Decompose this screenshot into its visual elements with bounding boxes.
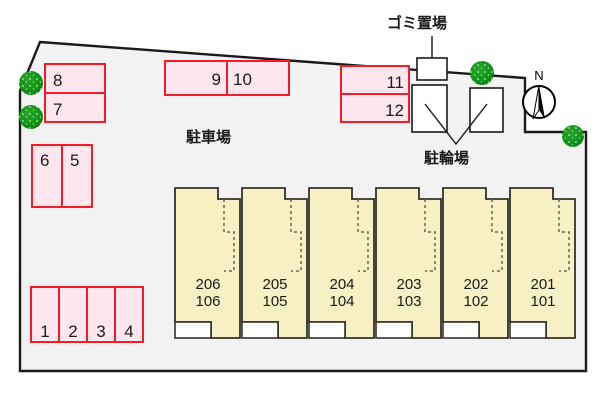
tree-group	[19, 61, 584, 147]
parking-space-9[interactable]: 9	[164, 60, 228, 96]
parking-space-label: 7	[53, 100, 62, 119]
unit-number-upper: 203	[396, 276, 421, 293]
building-unit-203-103[interactable]: 203 103	[375, 187, 442, 339]
unit-number-upper: 205	[262, 276, 287, 293]
parking-space-label: 10	[233, 70, 252, 89]
parking-space-label: 11	[386, 73, 404, 92]
parking-space-label: 3	[96, 322, 105, 341]
bicycle-parking-right[interactable]	[469, 87, 504, 133]
parking-space-1[interactable]: 1	[30, 286, 60, 343]
parking-space-10[interactable]: 10	[226, 60, 290, 96]
parking-space-label: 6	[40, 151, 49, 170]
unit-number-upper: 202	[463, 276, 488, 293]
parking-space-6[interactable]: 6	[31, 144, 63, 208]
building-unit-202-102[interactable]: 202 102	[442, 187, 509, 339]
parking-space-label: 5	[70, 151, 79, 170]
tree-icon	[19, 105, 43, 129]
unit-number-lower: 104	[329, 293, 354, 310]
tree-icon	[470, 61, 494, 85]
compass-rose: N	[522, 68, 556, 120]
parking-space-11[interactable]: 11	[340, 65, 410, 95]
tree-icon	[562, 125, 584, 147]
parking-space-7[interactable]: 7	[44, 92, 106, 123]
building-unit-205-105[interactable]: 205 105	[241, 187, 308, 339]
unit-number-upper: 201	[530, 276, 555, 293]
parking-space-label: 9	[212, 70, 221, 89]
building-unit-201-101[interactable]: 201 101	[509, 187, 576, 339]
unit-number-lower: 101	[530, 293, 555, 310]
apartment-building: 206 106 205 105 204 104	[174, 187, 576, 339]
unit-number-lower: 105	[262, 293, 287, 310]
building-unit-204-104[interactable]: 204 104	[308, 187, 375, 339]
parking-space-12[interactable]: 12	[340, 93, 410, 123]
parking-space-3[interactable]: 3	[86, 286, 116, 343]
unit-number-lower: 103	[396, 293, 421, 310]
trash-area-label: ゴミ置場	[387, 14, 447, 32]
parking-space-5[interactable]: 5	[61, 144, 93, 208]
unit-number-lower: 106	[195, 293, 220, 310]
tree-icon	[19, 71, 43, 95]
unit-number-upper: 206	[195, 276, 220, 293]
parking-space-4[interactable]: 4	[114, 286, 144, 343]
bicycle-parking-leader	[424, 103, 488, 146]
parking-space-label: 1	[40, 322, 49, 341]
compass-north-label: N	[534, 68, 543, 83]
parking-space-label: 2	[68, 322, 77, 341]
parking-lot-label: 駐車場	[186, 128, 231, 146]
trash-area[interactable]	[416, 36, 448, 81]
parking-space-label: 8	[53, 71, 62, 90]
parking-space-2[interactable]: 2	[58, 286, 88, 343]
parking-space-label: 12	[385, 101, 404, 120]
bicycle-parking-label: 駐輪場	[424, 149, 469, 167]
unit-number-lower: 102	[463, 293, 488, 310]
unit-number-upper: 204	[329, 276, 354, 293]
parking-space-8[interactable]: 8	[44, 63, 106, 94]
building-unit-206-106[interactable]: 206 106	[174, 187, 241, 339]
parking-space-label: 4	[124, 322, 133, 341]
